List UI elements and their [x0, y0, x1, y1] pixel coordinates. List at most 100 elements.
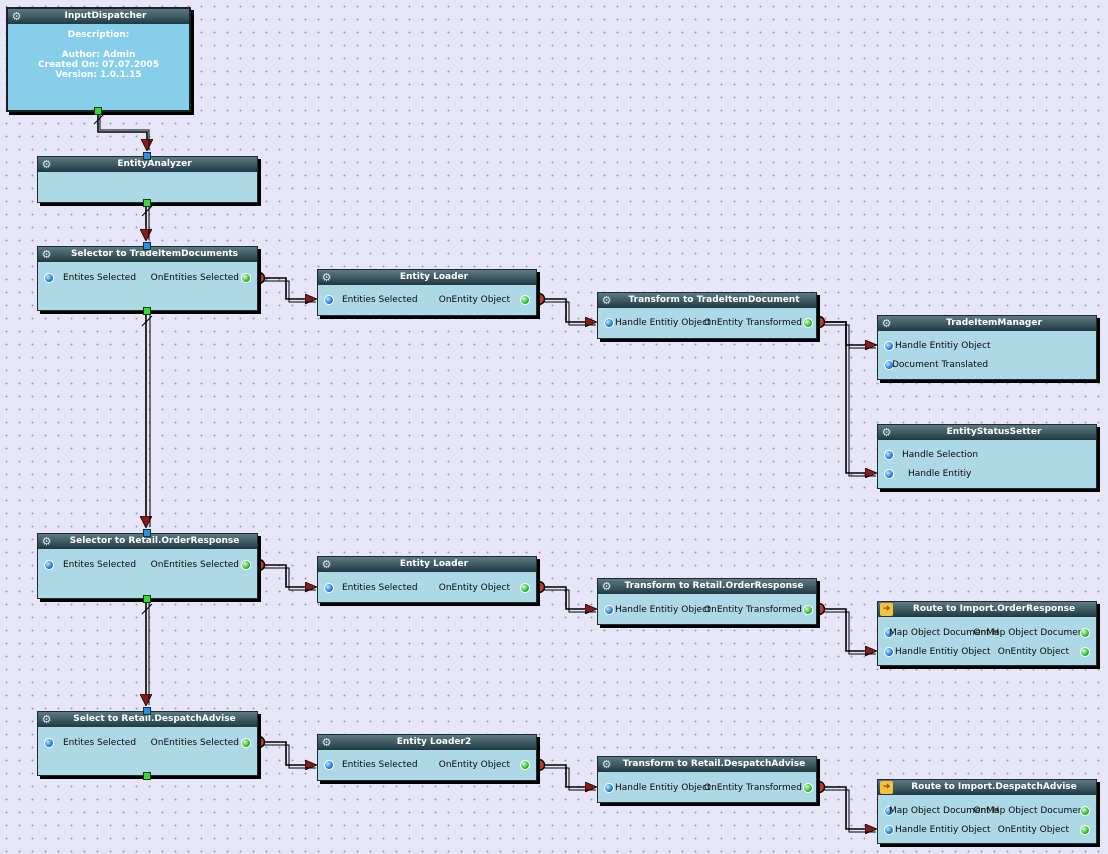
connector-loader3-transform3: [544, 764, 596, 787]
input-pin[interactable]: [324, 760, 334, 770]
node-header[interactable]: ⚙ Transform to Retail.OrderResponse: [598, 579, 816, 594]
input-pin[interactable]: [44, 738, 54, 748]
selector-trade-node[interactable]: ⚙ Selector to TradeItemDocuments Entites…: [37, 242, 258, 315]
input-label: Map Object Document H: [889, 806, 1000, 816]
node-header[interactable]: ⚙ EntityAnalyzer: [38, 157, 257, 172]
trade-item-manager-node[interactable]: ⚙ TradeItemManager Handle Entitiy Object…: [877, 315, 1097, 380]
node-header[interactable]: ⚙ InputDispatcher: [8, 9, 189, 24]
output-event-pin[interactable]: [241, 560, 251, 570]
node-header[interactable]: ⚙ Entity Loader: [318, 557, 536, 572]
connector-box[interactable]: [143, 595, 151, 603]
input-label: Entities Selected: [342, 583, 418, 593]
connector-box[interactable]: [143, 529, 151, 537]
transform-despatch-node[interactable]: ⚙ Transform to Retail.DespatchAdvise Han…: [597, 756, 817, 803]
output-event-pin[interactable]: [803, 318, 813, 328]
input-pin[interactable]: [884, 360, 894, 370]
input-pin[interactable]: [604, 318, 614, 328]
input-pin[interactable]: [884, 450, 894, 460]
node-title: Transform to TradeItemDocument: [628, 295, 800, 305]
input-label: Handle Entitiy Object: [615, 605, 711, 615]
node-title: Transform to Retail.DespatchAdvise: [622, 759, 806, 769]
input-pin[interactable]: [884, 628, 894, 638]
version-text: Version: 1.0.1.15: [55, 70, 142, 80]
output-event-pin[interactable]: [803, 605, 813, 615]
entity-loader-node[interactable]: ⚙ Entity Loader Entities Selected OnEnti…: [317, 269, 537, 316]
node-header[interactable]: ⚙ Entity Loader: [318, 270, 536, 285]
connector-selector3-loader3: [264, 741, 316, 765]
input-pin[interactable]: [604, 783, 614, 793]
connector-box[interactable]: [143, 152, 151, 160]
node-title: Select to Retail.DespatchAdvise: [73, 714, 236, 724]
input-pin[interactable]: [884, 341, 894, 351]
output-event-pin[interactable]: [241, 273, 251, 283]
input-dispatcher-node[interactable]: ⚙ InputDispatcher Description: Author: A…: [6, 7, 191, 115]
output-label: OnEntity Transformed: [704, 605, 802, 615]
input-label: Document Translated: [892, 360, 989, 370]
output-label: OnEntity Object: [438, 583, 510, 593]
connector-box[interactable]: [143, 242, 151, 250]
node-description: Description: Author: Admin Created On: 0…: [8, 24, 189, 80]
node-title: Route to Import.OrderResponse: [912, 604, 1076, 614]
entity-loader-node[interactable]: ⚙ Entity Loader2 Entities Selected OnEnt…: [317, 734, 537, 781]
output-event-pin[interactable]: [520, 583, 530, 593]
output-label: OnEntity Object: [997, 825, 1069, 835]
input-pin[interactable]: [604, 605, 614, 615]
connector-loader1-transform: [544, 298, 596, 322]
input-label: Handle Entitiy Object: [895, 341, 991, 351]
connector-box[interactable]: [94, 107, 102, 115]
connector-box[interactable]: [143, 307, 151, 315]
input-pin[interactable]: [324, 583, 334, 593]
input-pin[interactable]: [884, 647, 894, 657]
input-pin[interactable]: [44, 273, 54, 283]
connector-box[interactable]: [143, 199, 151, 207]
route-order-node[interactable]: ➜ Route to Import.OrderResponse Map Obje…: [877, 601, 1097, 666]
input-pin[interactable]: [884, 469, 894, 479]
node-header[interactable]: ⚙ TradeItemManager: [878, 316, 1096, 331]
input-pin[interactable]: [884, 825, 894, 835]
entity-loader-node[interactable]: ⚙ Entity Loader Entities Selected OnEnti…: [317, 556, 537, 603]
node-header[interactable]: ⚙ Selector to TradeItemDocuments: [38, 247, 257, 262]
node-title: InputDispatcher: [64, 11, 147, 21]
selector-despatch-node[interactable]: ⚙ Select to Retail.DespatchAdvise Entite…: [37, 707, 258, 780]
entity-status-setter-node[interactable]: ⚙ EntityStatusSetter Handle Selection Ha…: [877, 424, 1097, 489]
gear-icon: ⚙: [41, 713, 52, 726]
input-label: Handle Entitiy Object: [615, 318, 711, 328]
node-header[interactable]: ➜ Route to Import.OrderResponse: [878, 602, 1096, 617]
connector-selector-loader1: [264, 277, 316, 299]
gear-icon: ⚙: [41, 248, 52, 261]
connector-box[interactable]: [143, 772, 151, 780]
output-event-pin[interactable]: [803, 783, 813, 793]
loader-icon: ⚙: [321, 271, 332, 284]
transform-order-node[interactable]: ⚙ Transform to Retail.OrderResponse Hand…: [597, 578, 817, 625]
transform-trade-node[interactable]: ⚙ Transform to TradeItemDocument Handle …: [597, 292, 817, 339]
connector-transform3-route: [824, 786, 876, 829]
output-event-pin[interactable]: [1080, 647, 1090, 657]
author-text: Author: Admin: [61, 50, 136, 60]
output-event-pin[interactable]: [241, 738, 251, 748]
output-event-pin[interactable]: [1080, 825, 1090, 835]
node-header[interactable]: ➜ Route to Import.DespatchAdvise: [878, 780, 1096, 795]
input-pin[interactable]: [884, 806, 894, 816]
output-event-pin[interactable]: [520, 295, 530, 305]
node-header[interactable]: ⚙ Transform to TradeItemDocument: [598, 293, 816, 308]
output-event-pin[interactable]: [1080, 806, 1090, 816]
selector-order-node[interactable]: ⚙ Selector to Retail.OrderResponse Entit…: [37, 529, 258, 603]
node-header[interactable]: ⚙ EntityStatusSetter: [878, 425, 1096, 440]
loader-icon: ⚙: [881, 426, 892, 439]
node-header[interactable]: ⚙ Entity Loader2: [318, 735, 536, 750]
node-title: Transform to Retail.OrderResponse: [624, 581, 804, 591]
route-despatch-node[interactable]: ➜ Route to Import.DespatchAdvise Map Obj…: [877, 779, 1097, 844]
input-pin[interactable]: [324, 295, 334, 305]
output-event-pin[interactable]: [1080, 628, 1090, 638]
node-header[interactable]: ⚙ Selector to Retail.OrderResponse: [38, 534, 257, 549]
node-title: Entity Loader: [399, 272, 469, 282]
gear-icon: ⚙: [41, 158, 52, 171]
entity-analyzer-node[interactable]: ⚙ EntityAnalyzer: [37, 152, 258, 207]
node-header[interactable]: ⚙ Transform to Retail.DespatchAdvise: [598, 757, 816, 772]
node-title: Route to Import.DespatchAdvise: [911, 782, 1077, 792]
connector-box[interactable]: [143, 707, 151, 715]
node-header[interactable]: ⚙ Select to Retail.DespatchAdvise: [38, 712, 257, 727]
output-label: OnMap Object Document: [973, 628, 1087, 638]
input-pin[interactable]: [44, 560, 54, 570]
output-event-pin[interactable]: [520, 760, 530, 770]
